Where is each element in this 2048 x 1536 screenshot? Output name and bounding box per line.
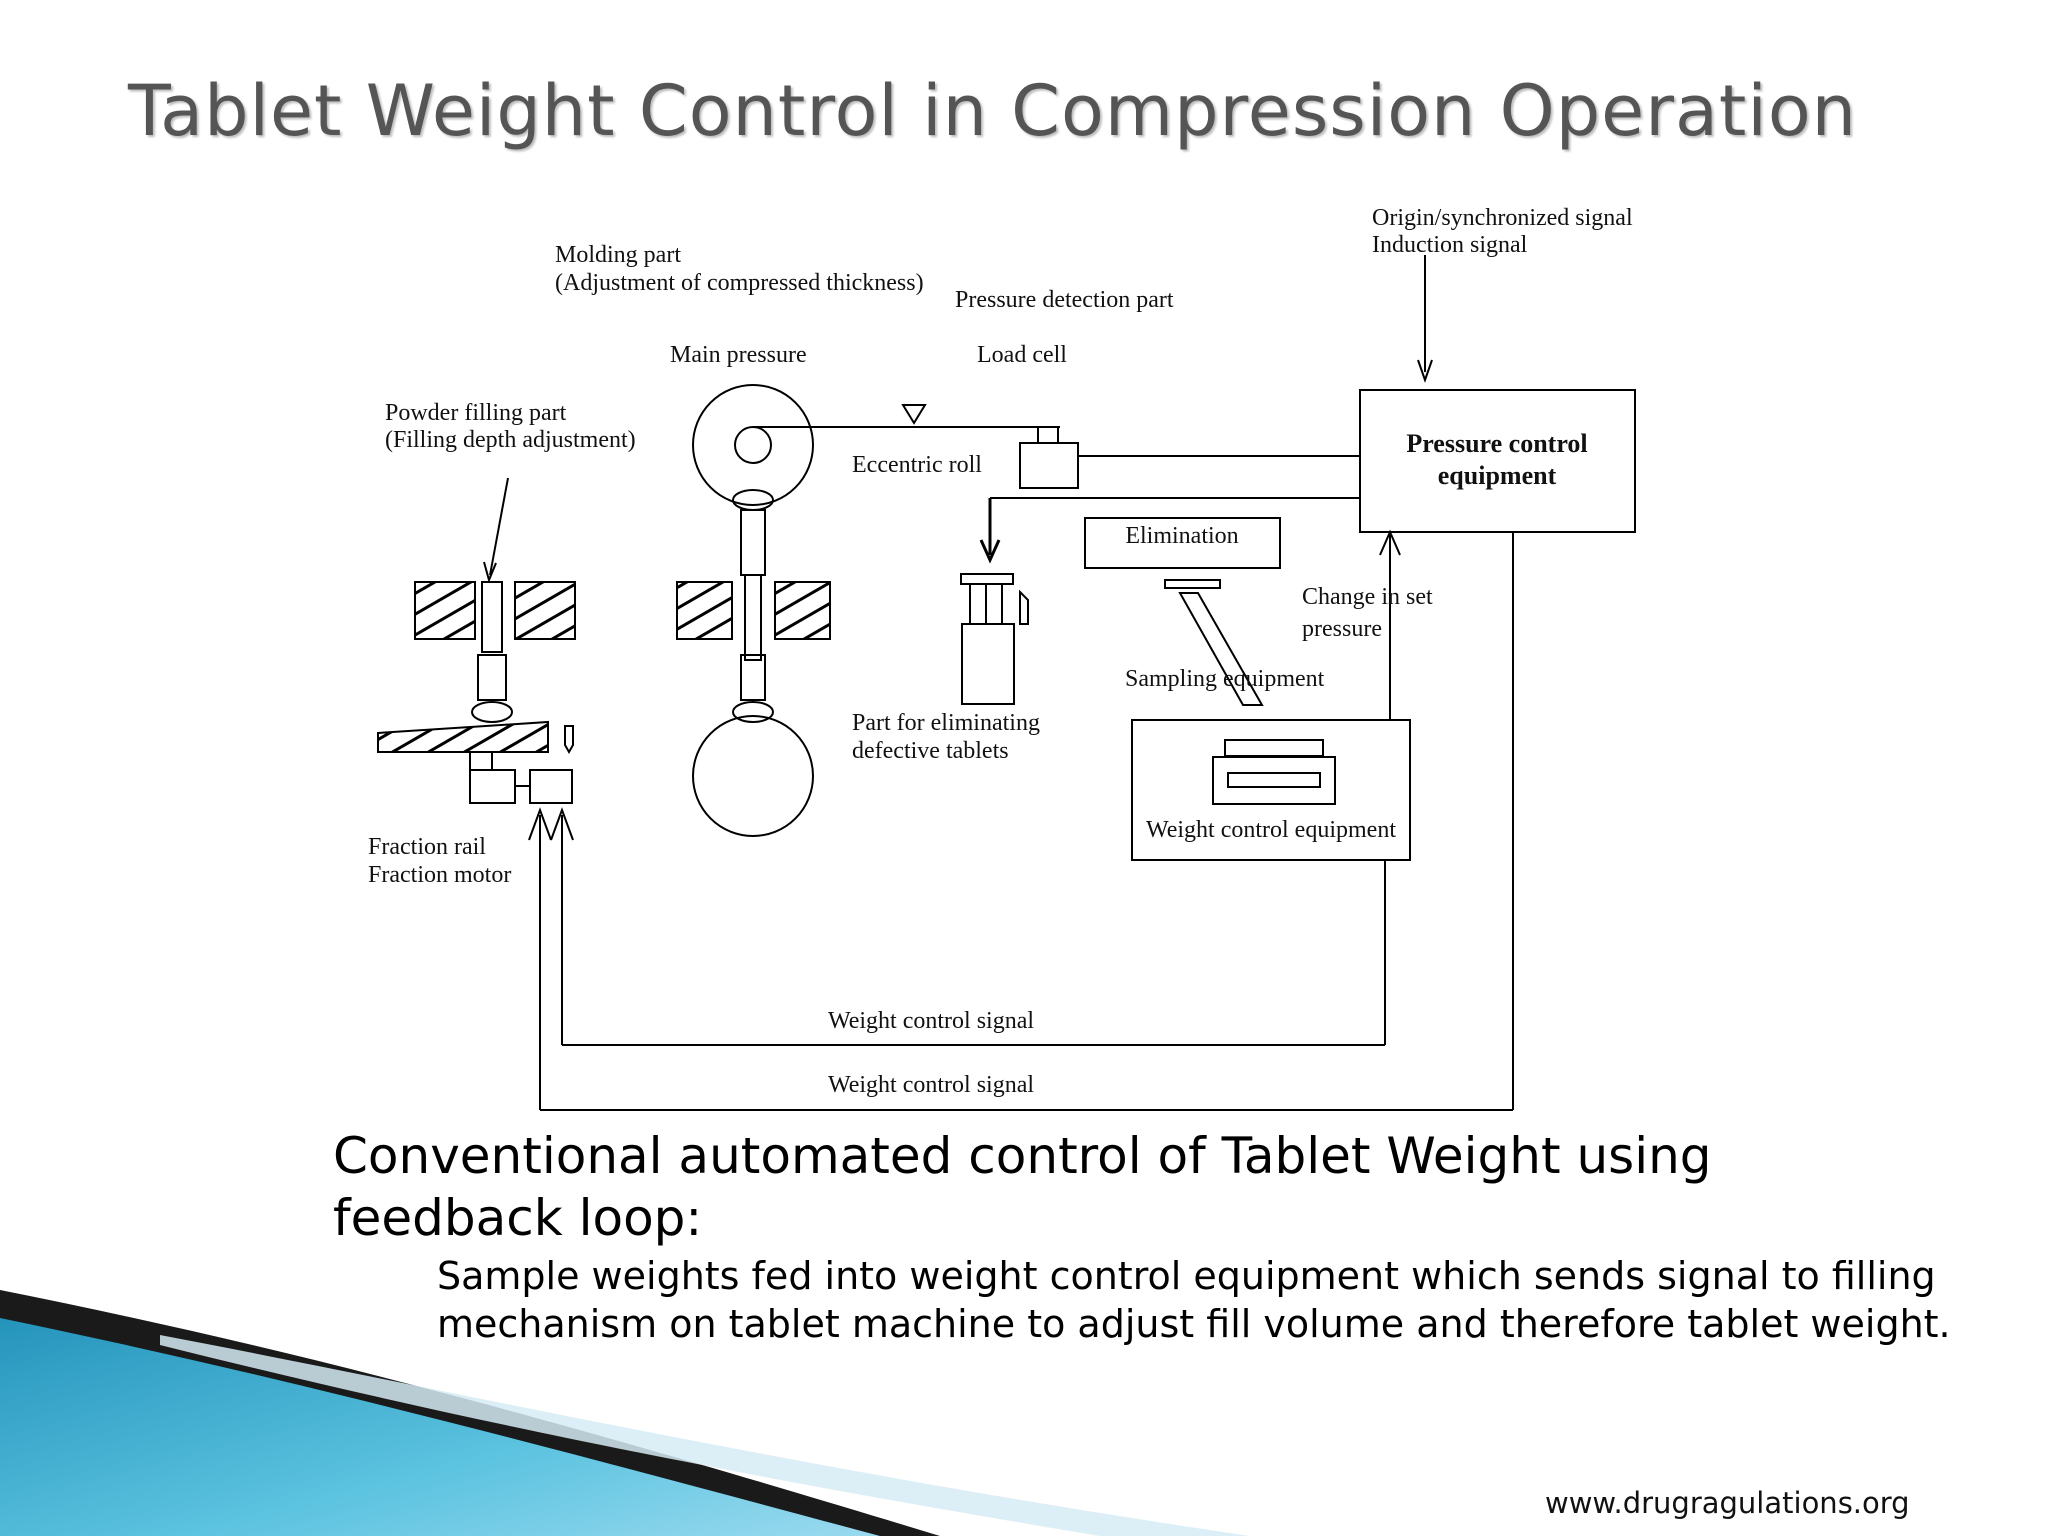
load-cell-label: Load cell — [977, 342, 1067, 368]
origin-signal-arrow — [1417, 255, 1433, 384]
powder-filling-label: Powder filling part — [385, 400, 567, 426]
elimination-signal-line — [979, 497, 1360, 564]
pressure-control-label-1: Pressure control — [1406, 429, 1587, 458]
caption-sub: Sample weights fed into weight control e… — [437, 1254, 1951, 1346]
weight-control-label: Weight control equipment — [1146, 817, 1396, 843]
main-die-table — [676, 581, 831, 640]
molding-part-label: Molding part — [555, 242, 681, 268]
induction-signal-label: Induction signal — [1372, 232, 1528, 258]
footer-url: www.drugragulations.org — [1545, 1486, 1910, 1520]
change-in-set-label: Change in set — [1302, 584, 1433, 610]
slide-title: Tablet Weight Control in Compression Ope… — [128, 70, 1858, 152]
pressure-label: pressure — [1302, 616, 1382, 642]
origin-signal-label: Origin/synchronized signal — [1372, 205, 1633, 231]
pressure-control-box: Pressure control equipment — [1359, 389, 1636, 533]
weight-control-feedback-lines — [528, 529, 1514, 1111]
elimination-label: Elimination — [1125, 523, 1238, 549]
fraction-motor-label: Fraction motor — [368, 862, 511, 888]
weight-control-signal-upper-label: Weight control signal — [828, 1008, 1034, 1034]
part-eliminating-label-2: defective tablets — [852, 738, 1009, 764]
powder-filling-assembly — [377, 477, 576, 804]
pressure-detection-label: Pressure detection part — [955, 287, 1174, 313]
defective-tablet-eliminator — [960, 573, 1029, 705]
pressure-control-label-2: equipment — [1438, 461, 1557, 490]
sampling-equipment — [1164, 579, 1264, 706]
fraction-rail-label: Fraction rail — [368, 834, 486, 860]
filling-depth-label: (Filling depth adjustment) — [385, 427, 636, 453]
sampling-equipment-label: Sampling equipment — [1125, 666, 1325, 692]
main-pressure-label: Main pressure — [670, 342, 807, 368]
weight-control-signal-lower-label: Weight control signal — [828, 1072, 1034, 1098]
weight-control-box: Weight control equipment — [1131, 719, 1411, 861]
caption-main: Conventional automated control of Tablet… — [333, 1127, 1712, 1247]
decorative-swoosh — [0, 1290, 1250, 1536]
part-eliminating-label-1: Part for eliminating — [852, 710, 1040, 736]
elimination-box: Elimination — [1084, 517, 1281, 569]
load-cell — [1019, 426, 1360, 489]
molding-part-detail-label: (Adjustment of compressed thickness) — [555, 270, 924, 296]
main-pressure-assembly — [692, 384, 1060, 837]
eccentric-roll-label: Eccentric roll — [852, 452, 982, 478]
